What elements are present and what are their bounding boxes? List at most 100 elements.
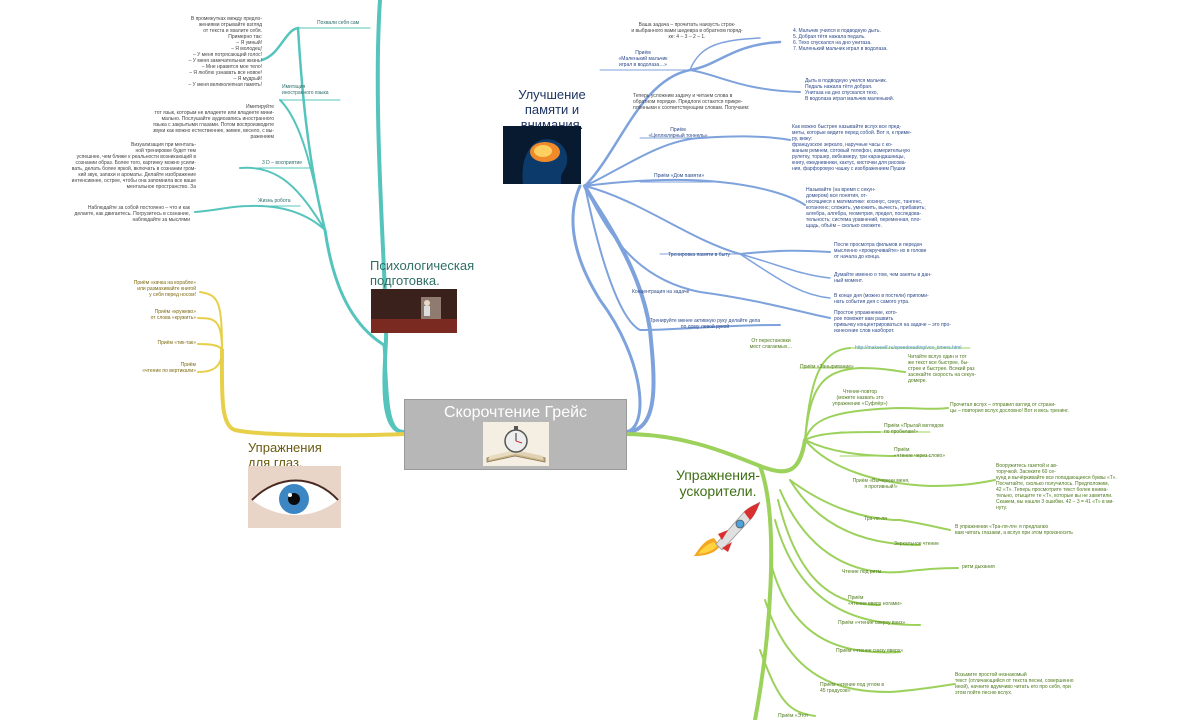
accel-link-3 xyxy=(804,406,949,441)
accel-item-5-label[interactable]: Приём «чтение через слово» xyxy=(894,447,946,459)
accel-item-9-label[interactable]: Чтение под ритм xyxy=(842,569,882,575)
accel-link-13 xyxy=(764,599,956,694)
memory-link-1b xyxy=(689,69,801,93)
accel-trunk xyxy=(623,432,807,474)
brain-head-icon xyxy=(503,126,581,184)
memory-link-5c xyxy=(739,253,831,299)
accel-item-7-note: В упражнении «Тра-ля-ля» я предлагаю вам… xyxy=(955,524,1073,536)
accel-branch-lines xyxy=(623,347,996,720)
psych-link-4 xyxy=(194,204,326,231)
psych-item-1-label[interactable]: Похвали себя сам xyxy=(317,20,360,26)
memory-item-7-label[interactable]: Тренировка памяти в быту xyxy=(668,252,731,258)
stage-photo xyxy=(371,289,457,333)
eyes-link-3 xyxy=(197,343,223,351)
psych-item-1-note: В промежутках между предло- жениями отры… xyxy=(188,16,262,88)
memory-item-8-label[interactable]: Концентрация на задаче xyxy=(632,289,690,295)
brain-photo xyxy=(503,126,581,184)
memory-link-5b xyxy=(739,253,831,279)
accel-item-1-link[interactable]: http://makeself.ru/speedreading/vox_time… xyxy=(855,345,962,351)
memory-trunk-b xyxy=(571,184,642,434)
eye-photo xyxy=(248,466,341,528)
memory-item-7-note-1: После просмотра фильмов и передач мыслен… xyxy=(834,242,927,260)
accel-item-2-note: Читайте вслух один и тот же текст все бы… xyxy=(908,354,976,384)
psych-item-2-label[interactable]: Имитация иностранного языка xyxy=(282,84,329,96)
memory-link-2 xyxy=(689,37,761,71)
eyes-item-3-label[interactable]: Приём «тик-так» xyxy=(157,340,196,346)
accel-item-3-note: Прочитал вслух – отправил взгляд от стра… xyxy=(950,402,1069,414)
eye-icon xyxy=(248,466,341,528)
accel-link-2 xyxy=(804,366,906,441)
psych-item-4-label[interactable]: Жизнь робота xyxy=(258,198,291,204)
accel-item-11-label[interactable]: Приём «чтение сверху вниз» xyxy=(838,620,906,626)
accel-link-4 xyxy=(804,431,881,441)
psych-item-2-note: Имитируйте тот язык, которым не владеете… xyxy=(152,104,274,140)
eyes-item-2-label[interactable]: Приём «кружево» от слова «кружить» xyxy=(150,309,196,321)
accel-link-9 xyxy=(779,489,959,574)
memory-item-4-label: Дыть в подводную учился мальчик. Педаль … xyxy=(805,78,894,102)
rocket-icon xyxy=(694,501,761,556)
accel-item-9-note: ритм дыхания xyxy=(962,564,995,570)
eyes-item-4-label[interactable]: Приём «чтение по вертикали» xyxy=(142,362,196,374)
accel-trunk-down xyxy=(753,464,774,720)
accel-link-10 xyxy=(777,499,881,606)
stage-performer-icon xyxy=(371,289,457,333)
memory-item-9-label[interactable]: Тренируйте менее активную руку делайте д… xyxy=(649,318,761,330)
accel-link-6 xyxy=(804,439,996,488)
center-title: Скорочтение Грейс xyxy=(443,404,588,421)
memory-item-1-note: Ваша задача – прочитать наизусть строк- … xyxy=(631,22,743,40)
psych-trunk xyxy=(375,0,406,434)
accel-item-7-label[interactable]: Тра-ля-ля xyxy=(864,516,887,522)
memory-link-4 xyxy=(584,178,806,206)
memory-item-2-label: Теперь усложним задачу и читаем слова в … xyxy=(633,93,750,111)
center-node[interactable]: Скорочтение Грейс xyxy=(404,399,627,470)
accel-link-8 xyxy=(789,479,921,546)
accel-item-6-note: Вооружитесь газетой и ав- торучкой. Засе… xyxy=(996,463,1117,511)
memory-item-5-label[interactable]: Приём «Целлюлярный тоннель» xyxy=(648,127,708,139)
accel-item-1-label[interactable]: От перестановки мест слагаемых… xyxy=(749,338,793,350)
eyes-branch-lines xyxy=(197,291,406,438)
memory-item-8-note: Простое упражнение, кото- рое поможет ва… xyxy=(834,310,951,334)
accel-item-13-note: Возьмите простой незнакомый текст (отлич… xyxy=(955,672,1074,696)
psych-trunk-b xyxy=(323,228,406,434)
memory-item-1-label[interactable]: Приём «Маленький мальчик играл в водолаз… xyxy=(618,50,668,68)
memory-item-7-note-3: В конце дня (можно в постели) припоми- н… xyxy=(834,293,929,305)
accel-title: Упражнения- ускорители. xyxy=(675,467,761,499)
memory-link-5 xyxy=(584,185,831,256)
eyes-link-4 xyxy=(197,349,223,373)
accel-link-14 xyxy=(759,649,816,717)
eyes-link-2 xyxy=(197,317,223,351)
accel-item-13-label[interactable]: Приём «чтение под углом в 45 градусов» xyxy=(820,682,885,694)
rocket-picture xyxy=(688,500,762,560)
accel-item-14-label[interactable]: Приём «Этот xyxy=(778,713,809,719)
memory-item-5-note: Как можно быстрее называйте вслух все пр… xyxy=(792,124,912,172)
accel-item-3-label[interactable]: Чтение-повтор (можете назвать это упражн… xyxy=(832,389,888,407)
accel-item-2-label[interactable]: Приём «Заныривание» xyxy=(800,364,854,370)
memory-link-6 xyxy=(584,185,831,319)
accel-item-12-label[interactable]: Приём «чтение снизу вверх» xyxy=(836,648,904,654)
memory-item-6-label[interactable]: Приём «Дом памяти» xyxy=(654,173,705,179)
memory-item-6-note: Называйте (на время с секун- домером) вс… xyxy=(806,187,926,229)
memory-link-1 xyxy=(583,40,782,188)
psych-item-3-label[interactable]: 3 D – восприятие xyxy=(262,160,303,166)
accel-link-12 xyxy=(769,559,901,654)
psych-title: Психологическая подготовка. xyxy=(370,258,475,288)
eyes-item-1-label[interactable]: Приём «качка на корабле» или размахивайт… xyxy=(133,280,196,298)
psych-item-4-note: Наблюдайте за собой постоянно – что и ка… xyxy=(74,205,190,223)
psych-item-3-note: Визуализация при менталь- ной тренировке… xyxy=(71,142,196,190)
memory-branch-lines xyxy=(571,37,831,434)
psych-link-2 xyxy=(279,99,326,231)
accel-item-4-label[interactable]: Приём «Прыгай взглядом по пробелам!» xyxy=(884,423,944,435)
accel-link-11 xyxy=(774,519,921,626)
accel-item-6-label[interactable]: Приём «Вычеркни меня, я противный!» xyxy=(852,478,910,490)
psych-link-1 xyxy=(260,26,327,232)
eyes-trunk xyxy=(219,348,406,438)
memory-item-3-label: 4. Мальчик учился в подводную дыть. 5. Д… xyxy=(793,28,888,52)
accel-link-7 xyxy=(789,479,951,531)
memory-link-7 xyxy=(584,185,781,332)
stopwatch-book-icon xyxy=(483,422,549,466)
accel-item-10-label[interactable]: Приём «чтение вверх ногами» xyxy=(848,595,902,607)
memory-item-7-note-2: Думайте именно о том, чем заняты в дан- … xyxy=(834,272,932,284)
eyes-link-1 xyxy=(199,291,223,351)
accel-item-8-label[interactable]: Зеркальное чтение xyxy=(894,541,939,547)
